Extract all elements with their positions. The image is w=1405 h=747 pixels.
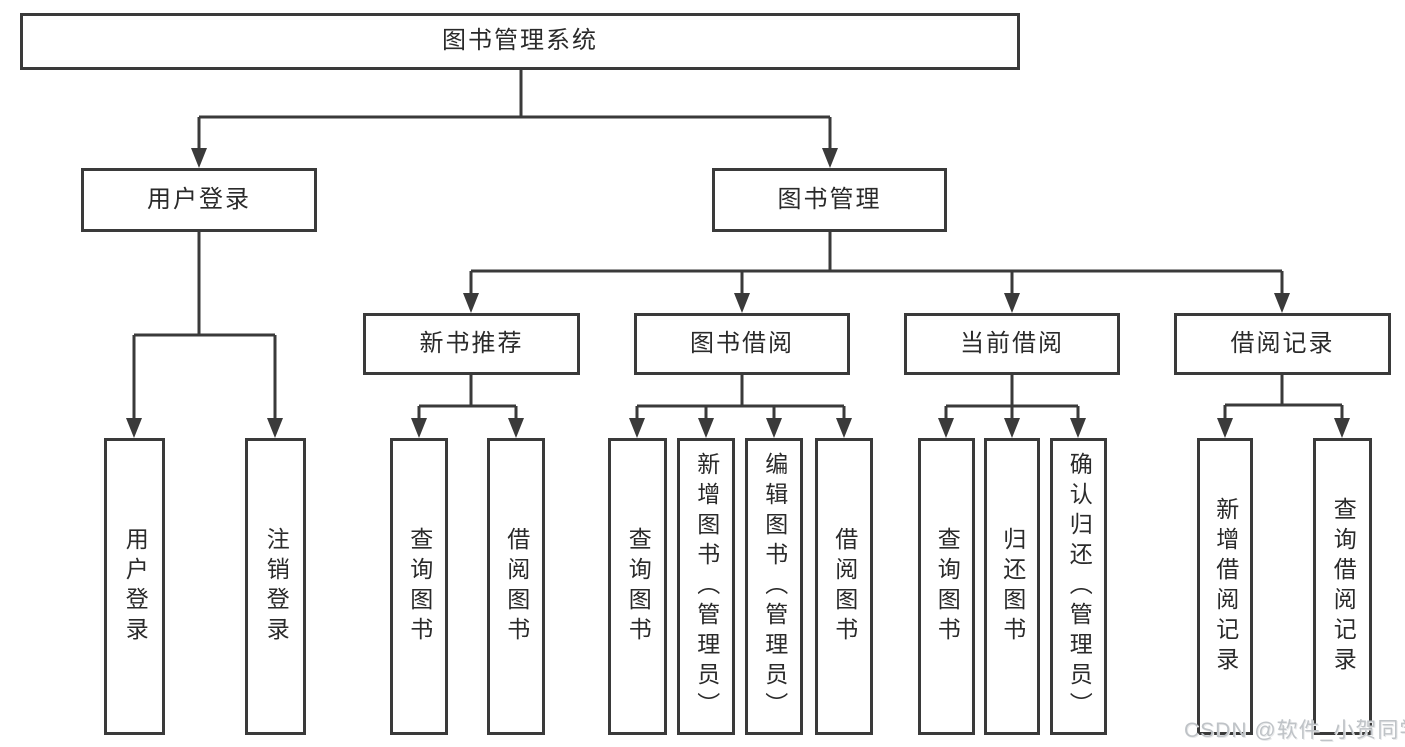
node-book-borrow: 图书借阅 [634, 313, 850, 375]
arrowhead [938, 418, 954, 438]
leaf-logout: 注销登录 [245, 438, 306, 735]
arrowhead [734, 293, 750, 313]
connector-newbook-to-leaves [417, 375, 518, 420]
csdn-watermark: CSDN @软件_小贺同学 [1184, 719, 1405, 742]
leaf-borrow-edit-books-admin: 编辑图书（管理员） [745, 438, 803, 735]
leaf-current-return-books: 归还图书 [984, 438, 1040, 735]
leaf-borrow-query-books: 查询图书 [608, 438, 667, 735]
arrowhead [1070, 418, 1086, 438]
leaf-records-add-record: 新增借阅记录 [1197, 438, 1253, 735]
arrowhead [191, 148, 207, 168]
connector-bookmgmt-to-level3 [469, 232, 1284, 295]
arrowhead [463, 293, 479, 313]
arrowhead [822, 148, 838, 168]
node-root-system: 图书管理系统 [20, 13, 1020, 70]
arrowhead [836, 418, 852, 438]
leaf-user-login: 用户登录 [104, 438, 165, 735]
connector-records-to-leaves [1223, 375, 1344, 420]
arrowhead [629, 418, 645, 438]
arrowhead [698, 418, 714, 438]
arrowhead [1217, 418, 1233, 438]
arrowhead [1334, 418, 1350, 438]
node-borrow-records: 借阅记录 [1174, 313, 1391, 375]
leaf-current-query-books: 查询图书 [918, 438, 975, 735]
leaf-borrow-borrow-books: 借阅图书 [815, 438, 873, 735]
node-new-book-recommend: 新书推荐 [363, 313, 580, 375]
connector-currentborrow-to-leaves [944, 375, 1080, 420]
arrowhead [766, 418, 782, 438]
connector-userlogin-to-leaves [132, 232, 277, 420]
leaf-borrow-add-books-admin: 新增图书（管理员） [677, 438, 735, 735]
connector-root-to-level2 [197, 70, 832, 152]
node-current-borrow: 当前借阅 [904, 313, 1120, 375]
arrowhead [1004, 293, 1020, 313]
arrowhead [1274, 293, 1290, 313]
arrowhead [267, 418, 283, 438]
arrowhead [411, 418, 427, 438]
arrowhead [508, 418, 524, 438]
leaf-newbook-query-books: 查询图书 [390, 438, 448, 735]
leaf-records-query-record: 查询借阅记录 [1313, 438, 1372, 735]
leaf-current-confirm-return-admin: 确认归还（管理员） [1050, 438, 1107, 735]
node-book-management: 图书管理 [712, 168, 947, 232]
node-user-login: 用户登录 [81, 168, 317, 232]
arrowheads [126, 148, 1350, 438]
leaf-newbook-borrow-books: 借阅图书 [487, 438, 545, 735]
arrowhead [126, 418, 142, 438]
arrowhead [1004, 418, 1020, 438]
connector-bookborrow-to-leaves [635, 375, 846, 420]
